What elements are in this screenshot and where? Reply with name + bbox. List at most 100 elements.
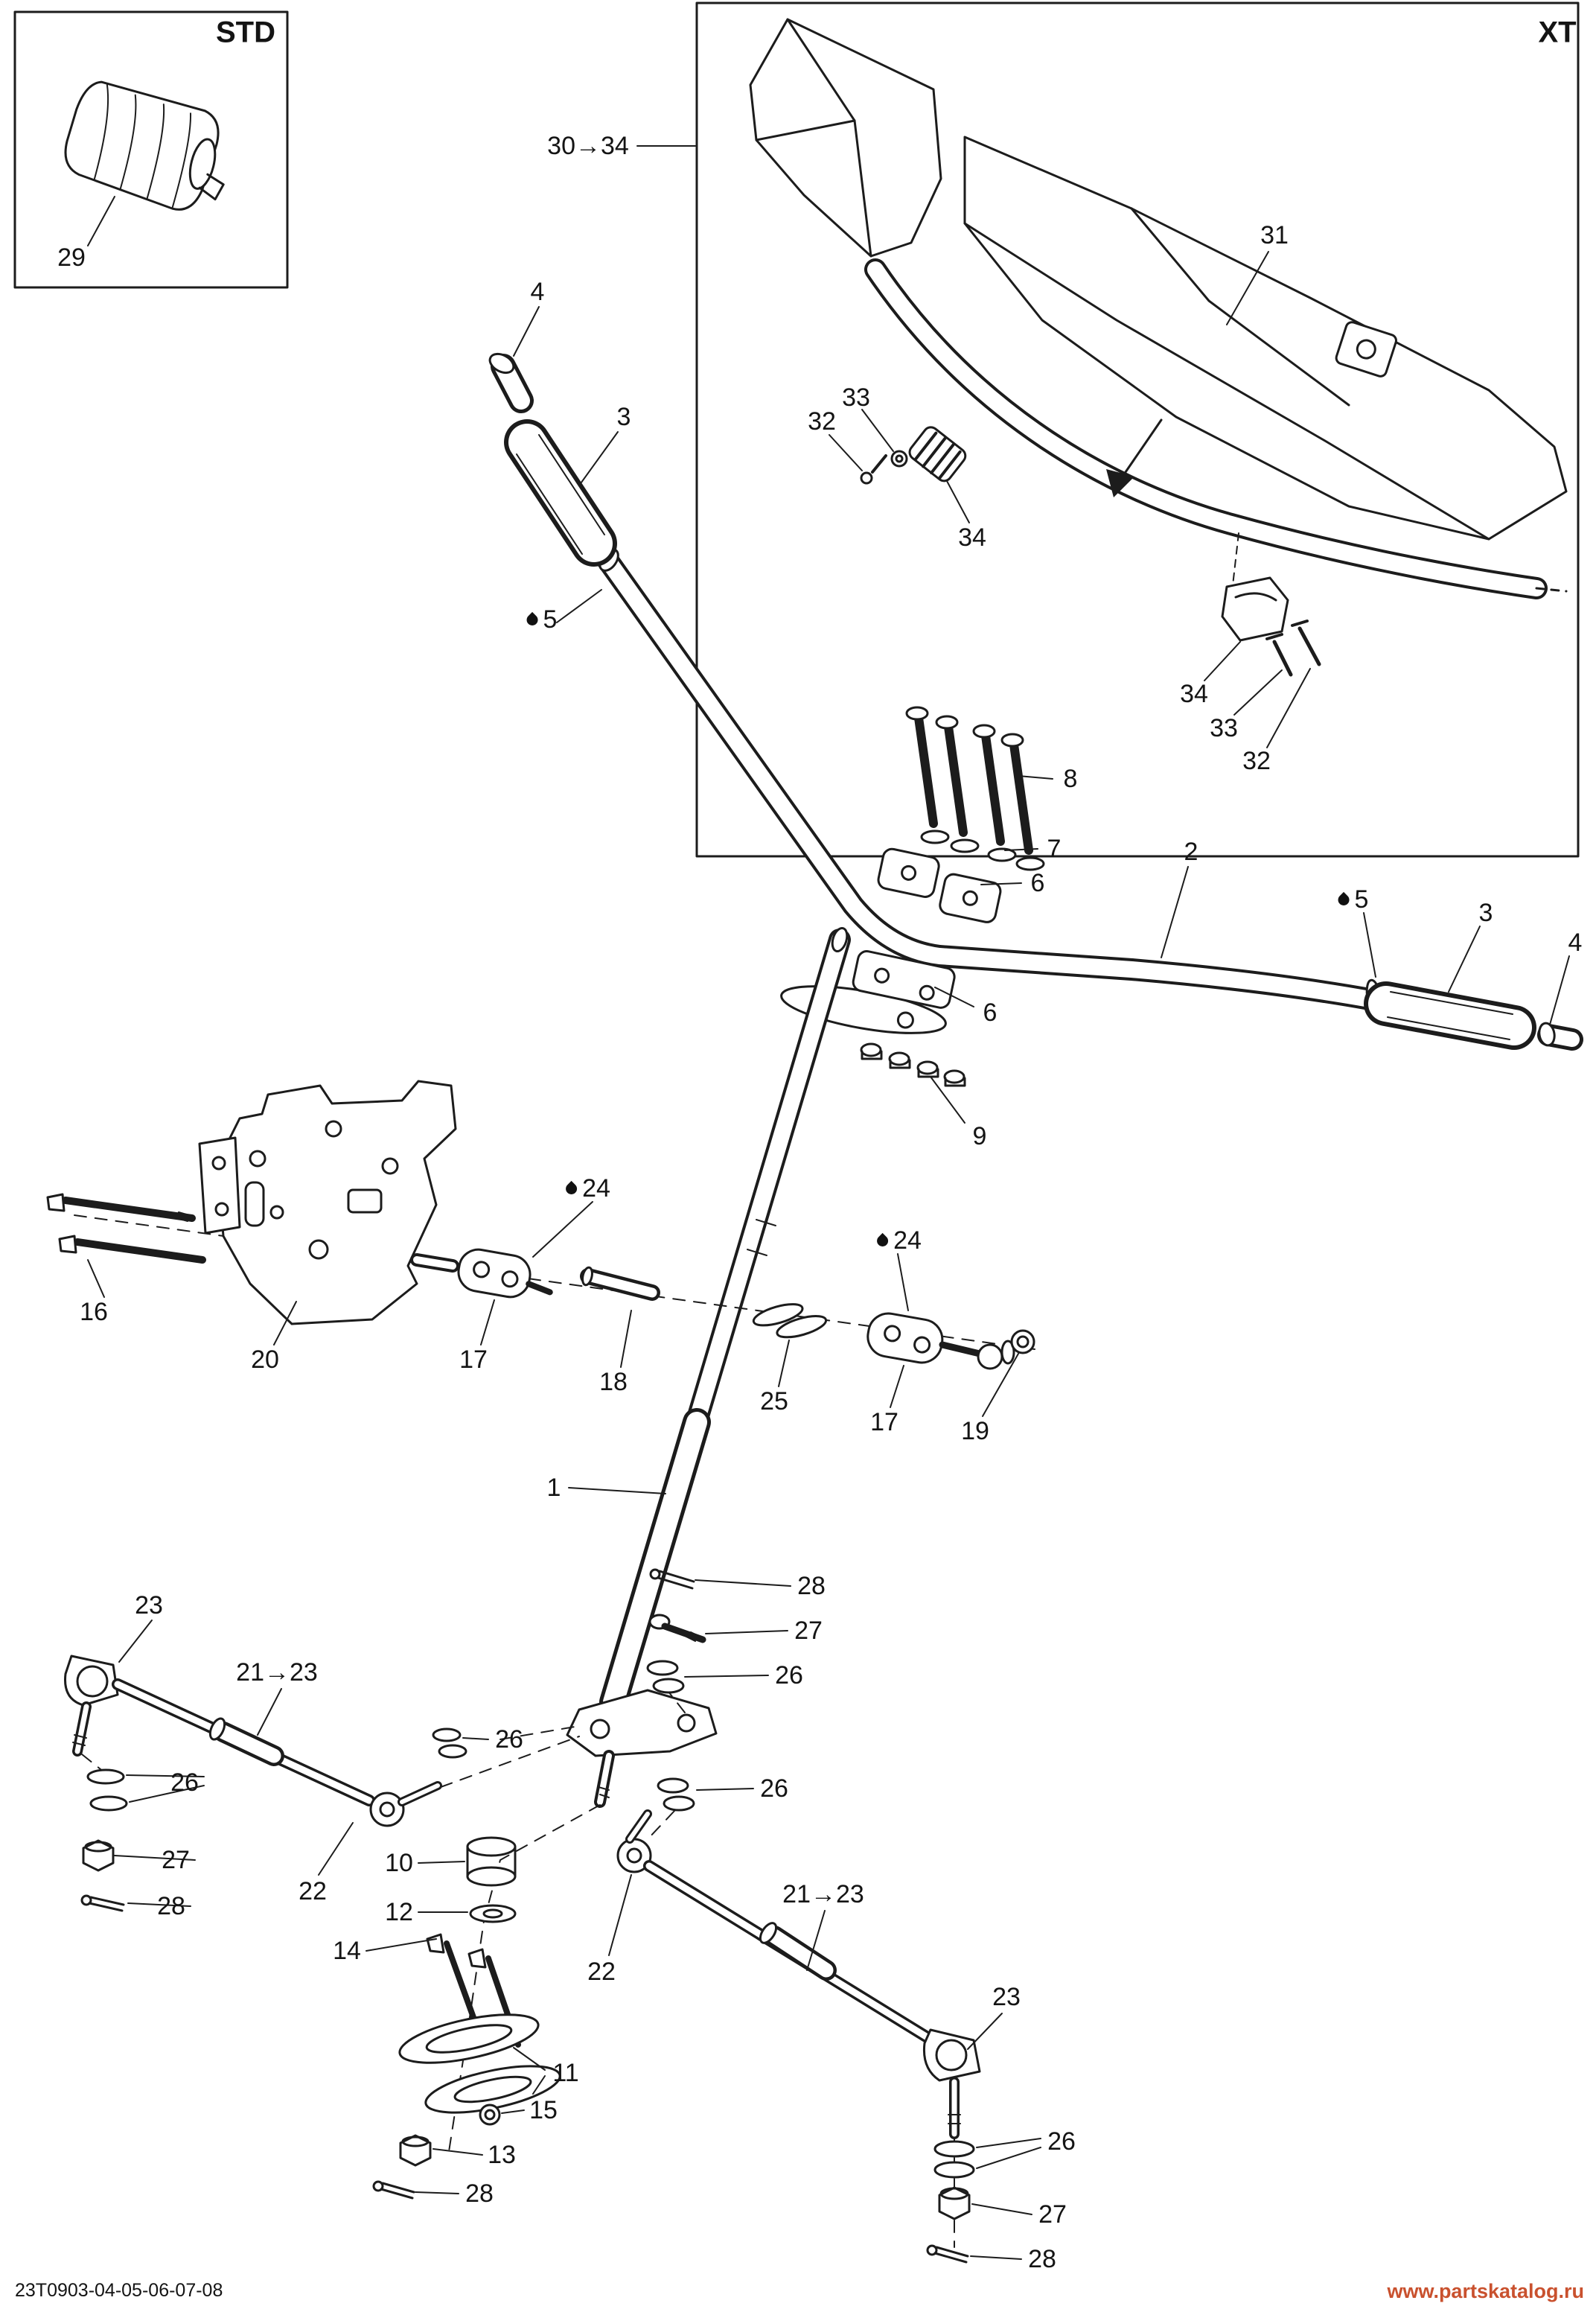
- part-number: 26: [775, 1661, 803, 1690]
- part-number: 8: [1063, 765, 1078, 793]
- part-callout: 8: [1064, 766, 1078, 792]
- part-callout: 15: [529, 2098, 558, 2123]
- part-callout: 28: [465, 2181, 494, 2206]
- xt-small-parts-drawing: [860, 426, 1321, 677]
- part-number: 11: [552, 2059, 579, 2087]
- part-number: 26: [495, 1725, 523, 1754]
- part-callout: 11: [552, 2060, 578, 2086]
- washers-25-drawing: [752, 1303, 828, 1339]
- oil-drop-icon: [1335, 891, 1352, 908]
- part-callout: 34: [958, 525, 986, 550]
- part-number: 3: [616, 403, 631, 431]
- spacer-18-drawing: [410, 1253, 660, 1301]
- support-bracket-drawing: [198, 1080, 457, 1325]
- part-number: 26: [760, 1774, 788, 1803]
- part-number: 28: [797, 1572, 826, 1600]
- right-grip-drawing: [1364, 978, 1536, 1050]
- part-callout: 28: [1028, 2246, 1056, 2272]
- part-number: 14: [333, 1937, 361, 1965]
- part-callout: 4: [531, 279, 545, 305]
- part-number: 4: [530, 278, 545, 306]
- part-number: 17: [870, 1408, 898, 1436]
- riser-hardware-drawing: [780, 706, 1045, 1087]
- leader-lines: [87, 145, 1570, 2260]
- part-number: 33: [842, 383, 870, 412]
- part-callout: 21→23: [782, 1882, 864, 1907]
- part-callout: 16: [80, 1299, 108, 1325]
- part-number: 9: [972, 1122, 987, 1150]
- part-callout: 5: [1335, 885, 1369, 914]
- part-number: 26: [170, 1768, 199, 1797]
- part-callout: 33: [1210, 716, 1238, 741]
- part-number: 28: [157, 1892, 185, 1920]
- part-callout: 27: [1038, 2202, 1067, 2227]
- part-callout: 19: [961, 1418, 989, 1444]
- nut-19-drawing: [1010, 1329, 1035, 1354]
- std-inset-frame: [13, 10, 289, 289]
- part-number: 17: [459, 1346, 488, 1374]
- part-callout: 3: [617, 404, 631, 430]
- part-number: 7: [1047, 835, 1062, 863]
- center-mount-stack-drawing: [372, 1836, 561, 2200]
- part-callout: 27: [162, 1847, 190, 1873]
- part-callout: 9: [973, 1124, 987, 1149]
- part-number: 15: [529, 2096, 558, 2124]
- part-callout: 23: [135, 1593, 163, 1618]
- part-callout: 18: [599, 1369, 628, 1395]
- part-number: 24: [582, 1174, 610, 1203]
- part-number: 12: [385, 1898, 413, 1926]
- part-callout: 24: [563, 1174, 610, 1203]
- part-callout: 22: [587, 1959, 616, 1984]
- xt-handguard-left-drawing: [749, 18, 942, 258]
- left-joint-hardware-drawing: [80, 1768, 128, 1912]
- part-number: 32: [808, 407, 836, 436]
- part-number: 25: [760, 1387, 788, 1415]
- oil-drop-icon: [874, 1232, 891, 1249]
- part-number: 29: [57, 243, 86, 272]
- part-number: 10: [385, 1849, 413, 1877]
- part-callout: 3: [1479, 900, 1493, 926]
- part-callout: 27: [794, 1618, 823, 1643]
- part-number: 5: [1354, 885, 1369, 914]
- part-callout: 14: [333, 1938, 361, 1964]
- watermark-link[interactable]: www.partskatalog.ru: [1387, 2280, 1584, 2302]
- part-callout: 32: [808, 409, 836, 434]
- part-callout: 17: [459, 1347, 488, 1372]
- part-number: 4: [1568, 929, 1583, 957]
- std-grip-29-drawing: [64, 80, 225, 211]
- part-callout: 32: [1242, 748, 1271, 774]
- steering-arm-drawing: [566, 1689, 718, 1808]
- tie-rod-left-drawing: [64, 1655, 442, 1827]
- part-number: 27: [794, 1617, 823, 1645]
- xt-inset-title: XT: [1538, 16, 1577, 49]
- bolts-16-drawing: [46, 1193, 206, 1264]
- part-callout: 6: [1031, 870, 1045, 896]
- part-number: 22: [587, 1958, 616, 1986]
- part-callout: 17: [870, 1410, 898, 1435]
- part-callout: 28: [797, 1573, 826, 1599]
- part-number: 26: [1047, 2127, 1076, 2156]
- part-number: 18: [599, 1368, 628, 1396]
- arm-bolt-stack-drawing: [432, 1568, 706, 1812]
- part-number: 34: [958, 523, 986, 552]
- part-number: 21→23: [236, 1658, 318, 1687]
- xt-handlebar-drawing: [864, 258, 1568, 599]
- part-number: 20: [251, 1346, 279, 1374]
- part-number: 21→23: [782, 1880, 864, 1908]
- clamp-17-left-drawing: [457, 1248, 553, 1299]
- steering-column-drawing: [599, 926, 851, 1718]
- part-callout: 21→23: [236, 1660, 318, 1685]
- part-number: 6: [983, 999, 998, 1027]
- part-callout: 4: [1568, 930, 1583, 955]
- part-callout: 26: [170, 1770, 199, 1795]
- part-callout: 23: [992, 1984, 1021, 2010]
- part-number: 27: [1038, 2200, 1067, 2229]
- part-number: 28: [465, 2179, 494, 2208]
- part-number: 1: [546, 1474, 561, 1502]
- part-callout: 26: [1047, 2129, 1076, 2154]
- part-callout: 29: [57, 245, 86, 270]
- part-number: 22: [299, 1877, 327, 1905]
- part-callout: 31: [1260, 223, 1289, 248]
- part-callout: 30→34: [547, 133, 629, 159]
